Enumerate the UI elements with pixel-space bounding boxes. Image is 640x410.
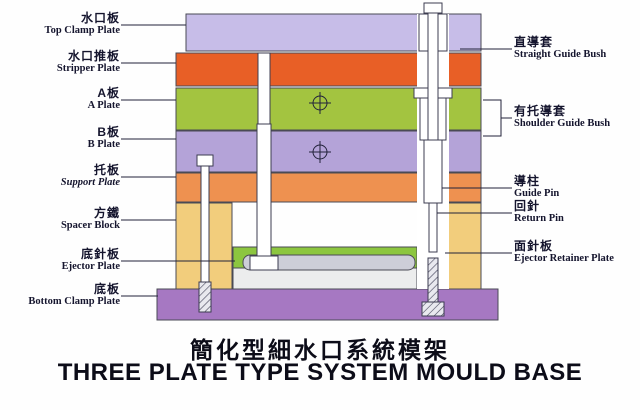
label-en: Bottom Clamp Plate bbox=[28, 296, 120, 307]
guide-pin-head bbox=[423, 2, 443, 14]
support-bolt-head bbox=[196, 154, 214, 167]
leader-lines bbox=[121, 24, 512, 297]
bracket-shoulder-guide-bush bbox=[483, 99, 502, 137]
label-en: Top Clamp Plate bbox=[44, 25, 120, 36]
label-stripper-plate: 水口推板 Stripper Plate bbox=[2, 50, 120, 75]
guide-pin-shoulder bbox=[423, 139, 443, 204]
label-cn: 導柱 bbox=[514, 174, 541, 188]
label-en: A Plate bbox=[87, 100, 120, 111]
label-en: Straight Guide Bush bbox=[514, 49, 607, 60]
label-cn: 直導套 bbox=[514, 35, 554, 49]
label-cn: 方鐵 bbox=[93, 206, 120, 220]
label-spacer-block: 方鐵 Spacer Block bbox=[2, 207, 120, 232]
label-cn: 水口板 bbox=[80, 11, 120, 25]
label-cn: A板 bbox=[97, 86, 120, 100]
support-bolt-shaft bbox=[200, 165, 210, 283]
label-en: Shoulder Guide Bush bbox=[514, 118, 611, 129]
label-guide-pin: 導柱 Guide Pin bbox=[514, 175, 640, 200]
ejector-bolt-head bbox=[421, 301, 445, 317]
label-en: Return Pin bbox=[514, 213, 564, 224]
label-b-plate: B板 B Plate bbox=[2, 126, 120, 151]
label-en: Guide Pin bbox=[514, 188, 560, 199]
label-en: Support Plate bbox=[60, 177, 120, 188]
support-pillar-shaft bbox=[256, 123, 272, 257]
label-support-plate: 托板 Support Plate bbox=[2, 164, 120, 189]
label-cn: 面針板 bbox=[514, 239, 554, 253]
return-pin bbox=[428, 202, 438, 253]
title-english: THREE PLATE TYPE SYSTEM MOULD BASE bbox=[57, 359, 583, 386]
label-cn: 托板 bbox=[93, 163, 120, 177]
label-straight-guide-bush: 直導套 Straight Guide Bush bbox=[514, 36, 640, 61]
label-shoulder-guide-bush: 有托導套 Shoulder Guide Bush bbox=[514, 105, 640, 130]
title-chinese: 簡化型細水口系統模架 bbox=[190, 337, 450, 363]
label-en: Ejector Plate bbox=[61, 261, 120, 272]
label-cn: B板 bbox=[97, 125, 120, 139]
label-cn: 回針 bbox=[514, 199, 541, 213]
sprue-slot bbox=[257, 52, 271, 126]
label-en: Spacer Block bbox=[60, 220, 120, 231]
label-en: Stripper Plate bbox=[56, 63, 120, 74]
label-a-plate: A板 A Plate bbox=[2, 87, 120, 112]
screw-mark-b-plate bbox=[309, 141, 331, 163]
label-en: Ejector Retainer Plate bbox=[514, 253, 614, 264]
label-ejector-plate: 底針板 Ejector Plate bbox=[2, 248, 120, 273]
label-cn: 底板 bbox=[93, 282, 120, 296]
label-en: B Plate bbox=[87, 139, 120, 150]
screw-mark-a-plate bbox=[309, 92, 331, 114]
label-bottom-clamp-plate: 底板 Bottom Clamp Plate bbox=[2, 283, 120, 308]
label-cn: 有托導套 bbox=[514, 104, 567, 118]
ejector-bolt-shaft bbox=[427, 257, 439, 303]
label-cn: 水口推板 bbox=[67, 49, 120, 63]
label-ejector-retainer-plate: 面針板 Ejector Retainer Plate bbox=[514, 240, 640, 265]
ejector-assembly-bar bbox=[242, 254, 416, 271]
label-cn: 底針板 bbox=[80, 247, 120, 261]
ejector-plate bbox=[232, 267, 418, 290]
support-bolt-thread bbox=[198, 281, 212, 313]
label-top-clamp-plate: 水口板 Top Clamp Plate bbox=[2, 12, 120, 37]
label-return-pin: 回針 Return Pin bbox=[514, 200, 640, 225]
support-pillar-base bbox=[249, 255, 279, 271]
